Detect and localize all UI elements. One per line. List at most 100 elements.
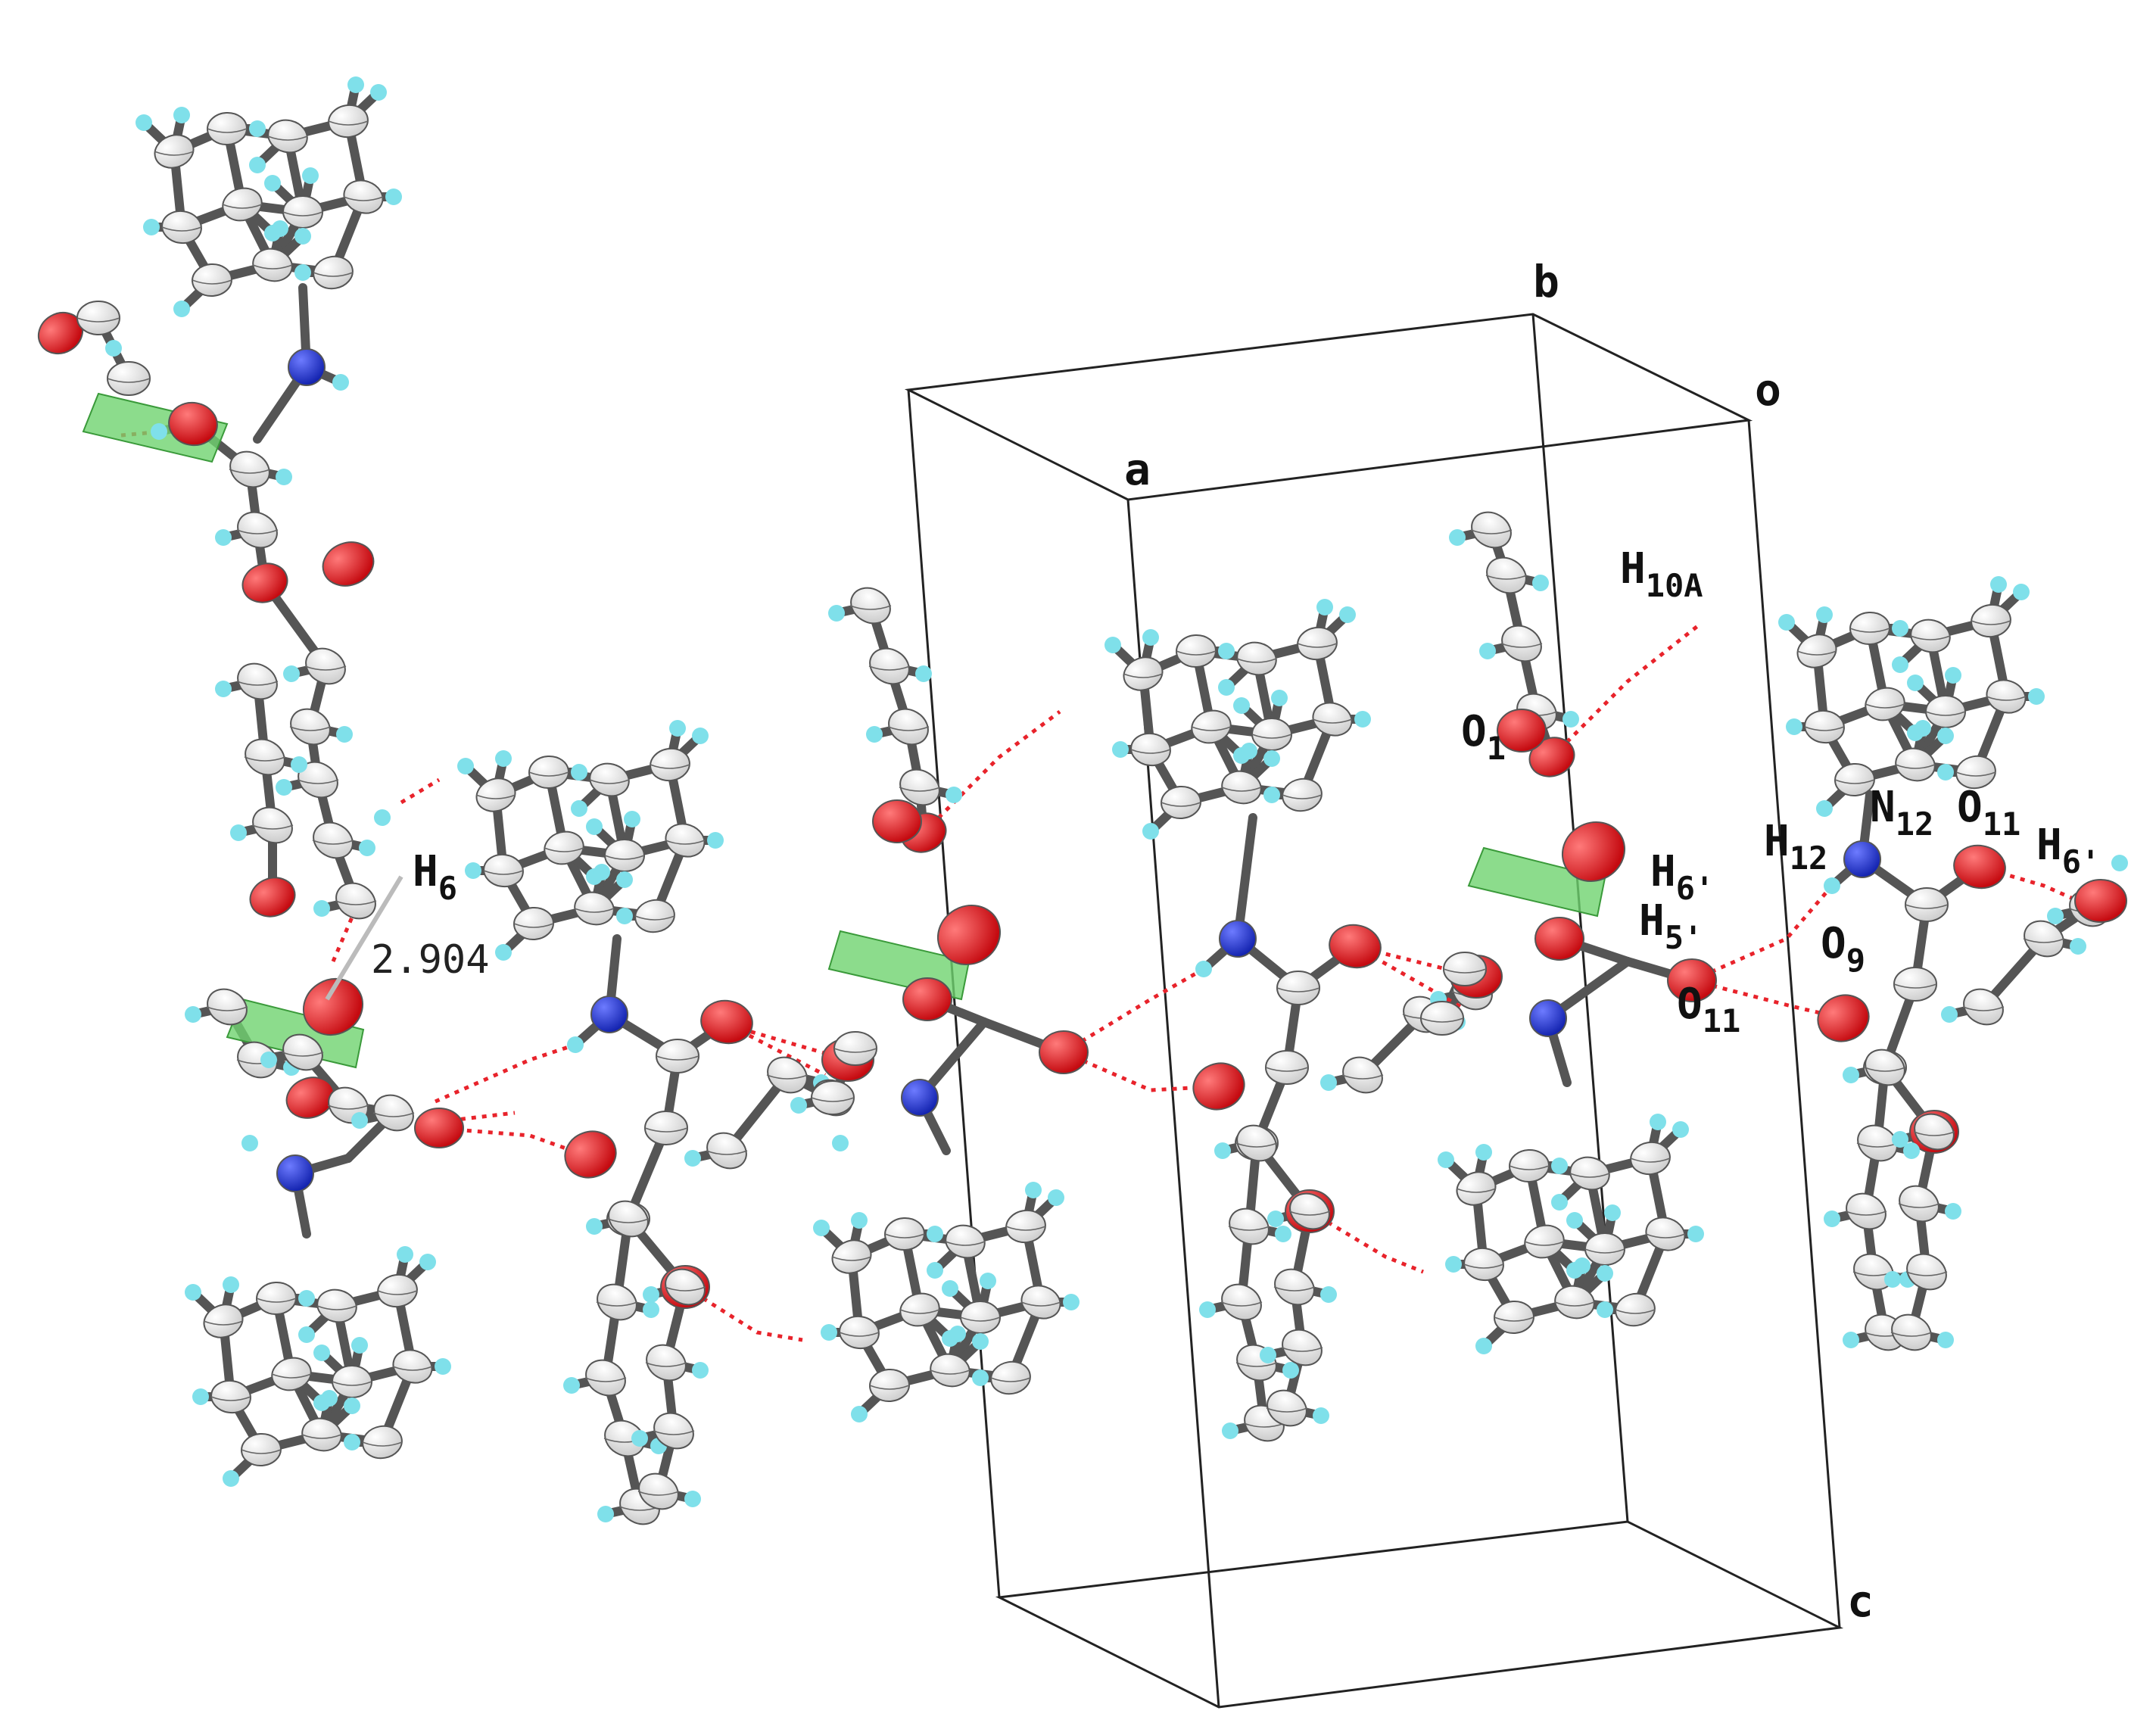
carbon-atom	[290, 708, 331, 746]
hydrogen-atom	[291, 756, 307, 773]
atom-principal-axis	[475, 794, 516, 799]
carbon-atom	[604, 838, 645, 873]
hydrogen-atom	[1267, 1211, 1284, 1227]
atom-principal-axis	[229, 469, 271, 474]
carbon-atom	[237, 662, 278, 700]
hydrogen-atom	[1907, 675, 1924, 691]
carbon-atom	[1925, 694, 1966, 729]
hydrogen-atom	[832, 1135, 849, 1151]
carbon-atom	[839, 1315, 880, 1350]
atom-principal-axis	[1905, 1271, 1948, 1276]
distance-line	[325, 875, 403, 1001]
carbon-atom	[899, 1292, 940, 1327]
atom-label-h6-prime: H6'	[1650, 847, 1714, 907]
hydrogen-atom	[1104, 637, 1121, 653]
atom-label-n12: N12	[1870, 783, 1933, 843]
carbon-atom	[1865, 687, 1905, 721]
carbon-atom	[1297, 626, 1338, 661]
carbon-atom	[1834, 762, 1875, 797]
atom-principal-axis	[1236, 658, 1277, 663]
axis-label-a: a	[1124, 444, 1151, 495]
hydrogen-atom	[972, 1369, 989, 1386]
hydrogen-atom	[1990, 576, 2007, 593]
hydrogen-atom	[347, 76, 364, 93]
atom-principal-axis	[1845, 1211, 1887, 1216]
hydrogen-atom	[821, 1324, 837, 1341]
carbon-atom	[237, 1041, 278, 1079]
carbon-atom	[608, 1200, 649, 1238]
atom-principal-axis	[811, 1097, 855, 1102]
atom-principal-axis	[267, 136, 308, 141]
carbon-atom	[343, 179, 384, 214]
nitrogen-atom	[1843, 840, 1881, 878]
unit-cell-top-face	[904, 313, 1753, 501]
carbon-atom	[1161, 785, 1201, 820]
hydrogen-atom	[1650, 1114, 1666, 1130]
hydrogen-atom	[851, 1406, 868, 1422]
oxygen-atom	[936, 904, 1002, 966]
oxygen-atom	[700, 999, 753, 1045]
atom-principal-axis	[327, 1105, 369, 1110]
atom-principal-axis	[1005, 1226, 1046, 1231]
oxygen-atom	[1561, 821, 1626, 883]
carbon-atom	[833, 1031, 877, 1066]
oxygen-atom	[1329, 924, 1382, 969]
atom-principal-axis	[1895, 764, 1936, 769]
carbon-atom	[1005, 1209, 1046, 1244]
atom-principal-axis	[839, 1332, 880, 1337]
atom-principal-axis	[1176, 650, 1217, 656]
oxygen-atom	[1528, 737, 1575, 777]
atom-principal-axis	[650, 764, 690, 769]
atom-principal-axis	[1615, 1309, 1656, 1314]
atom-principal-axis	[328, 120, 369, 126]
carbon-atom	[161, 210, 202, 245]
hydrogen-atom	[241, 1135, 258, 1151]
hydrogen-atom	[1937, 1332, 1954, 1348]
carbon-atom	[483, 853, 524, 888]
oxygen-atom	[1817, 994, 1870, 1042]
carbon-atom	[252, 806, 293, 844]
hydrogen-atom	[1687, 1226, 1704, 1242]
hydrogen-atom	[828, 605, 845, 622]
carbon-atom	[1865, 1049, 1905, 1086]
carbon-atom	[154, 134, 195, 169]
carbon-atom	[1895, 747, 1936, 782]
atom-principal-axis	[1554, 1301, 1595, 1307]
carbon-atom	[332, 1364, 372, 1399]
carbon-atom	[604, 1419, 645, 1457]
hydrogen-atom	[302, 167, 319, 184]
hydrogen-atom	[1063, 1294, 1080, 1310]
carbon-atom	[1420, 1001, 1464, 1036]
hydrogen-atom	[374, 809, 391, 826]
hydrogen-atom	[136, 114, 152, 131]
hydrogen-atom	[1142, 629, 1159, 646]
carbon-atom	[1846, 1192, 1886, 1230]
carbon-atom	[362, 1425, 403, 1460]
hydrogen-atom	[1199, 1301, 1216, 1318]
axis-label-c: c	[1847, 1575, 1874, 1627]
carbon-atom	[1899, 1185, 1939, 1223]
hydrogen-atom	[1263, 787, 1280, 803]
atom-principal-axis	[1312, 718, 1353, 724]
atom-principal-axis	[1834, 779, 1875, 784]
atom-principal-axis	[312, 840, 354, 845]
hydrogen-atom	[173, 301, 190, 317]
oxygen-atom	[1534, 917, 1584, 961]
carbon-atom	[1191, 709, 1232, 744]
carbon-atom	[869, 647, 910, 685]
hydrogen-atom	[1892, 656, 1908, 673]
hydrogen-atom	[1843, 1332, 1859, 1348]
carbon-atom	[245, 738, 285, 776]
atom-principal-axis	[210, 1396, 251, 1401]
atom-principal-axis	[930, 1369, 971, 1375]
carbon-atom	[252, 248, 293, 282]
carbon-atom	[1891, 1313, 1932, 1351]
carbon-atom	[282, 195, 323, 229]
carbon-atom	[1857, 1124, 1898, 1162]
carbon-atom	[1494, 1300, 1534, 1335]
hydrogen-atom	[321, 1390, 338, 1407]
hydrogen-atom	[1532, 575, 1549, 591]
atom-label-o11-right: O11	[1957, 783, 2020, 843]
atom-principal-axis	[1235, 1362, 1278, 1367]
hydrogen-atom	[1275, 1226, 1291, 1242]
